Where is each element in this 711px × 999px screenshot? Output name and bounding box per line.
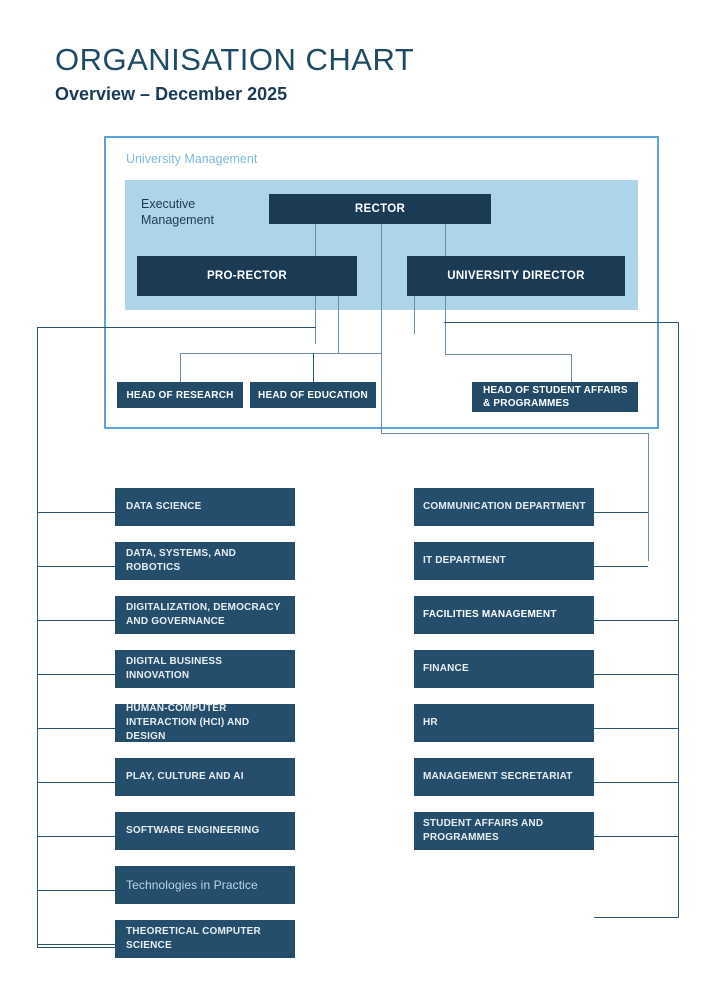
connector-stub-facilities-management [594,620,678,621]
connector-head-education-drop [313,353,314,386]
connector-stub-finance [594,674,678,675]
page-title: ORGANISATION CHART [55,42,415,77]
box-student-affairs-and-programmes[interactable]: STUDENT AFFAIRS AND PROGRAMMES [414,812,594,850]
page-subtitle: Overview – December 2025 [55,84,288,104]
box-finance[interactable]: FINANCE [414,650,594,688]
box-label: HUMAN-COMPUTER INTERACTION (HCI) AND DES… [126,703,250,742]
box-head-of-student-affairs-and-programmes[interactable]: HEAD OF STUDENT AFFAIRS & PROGRAMMES [472,382,638,412]
box-pro-rector[interactable]: PRO-RECTOR [137,256,357,296]
connector-stub-play-culture-and-ai [37,782,115,783]
connector-inner-right-rail [381,433,648,434]
connector-stub-management-secretariat [594,782,678,783]
connector-studentaffairs-rail [445,354,572,355]
box-label: FACILITIES MANAGEMENT [423,609,557,620]
box-play-culture-and-ai[interactable]: PLAY, CULTURE AND AI [115,758,295,796]
box-label: MANAGEMENT SECRETARIAT [423,771,573,782]
box-management-secretariat[interactable]: MANAGEMENT SECRETARIAT [414,758,594,796]
box-digitalization-democracy-and-governance[interactable]: DIGITALIZATION, DEMOCRACY AND GOVERNANCE [115,596,295,634]
box-software-engineering[interactable]: SOFTWARE ENGINEERING [115,812,295,850]
connector-stub-theoretical-computer-science [37,944,115,945]
connector-stub-communication-department [594,512,648,513]
university-management-label: University Management [126,152,258,166]
connector-studentaffairs-drop [571,354,572,382]
box-label: DIGITALIZATION, DEMOCRACY AND GOVERNANCE [126,602,281,627]
box-communication-department[interactable]: COMMUNICATION DEPARTMENT [414,488,594,526]
connector-left-spine [37,327,38,947]
box-facilities-management[interactable]: FACILITIES MANAGEMENT [414,596,594,634]
box-data-science[interactable]: DATA SCIENCE [115,488,295,526]
connector-stub-digital-business-innovation [37,674,115,675]
box-human-computer-interaction-hci-and-design[interactable]: HUMAN-COMPUTER INTERACTION (HCI) AND DES… [115,703,295,742]
box-label: THEORETICAL COMPUTER SCIENCE [126,926,261,951]
box-head-of-research[interactable]: HEAD OF RESEARCH [117,382,243,408]
box-label: Technologies in Practice [126,878,258,892]
box-label: HR [423,717,438,728]
box-label: DATA, SYSTEMS, AND ROBOTICS [126,548,237,573]
box-rector[interactable]: RECTOR [269,194,491,224]
box-digital-business-innovation[interactable]: DIGITAL BUSINESS INNOVATION [115,650,295,688]
connector-stub-data-science [37,512,115,513]
connector-universitydirector-drop [414,296,415,334]
connector-head-research-drop [180,353,181,386]
connector-stub-digitalization-democracy-and-governance [37,620,115,621]
box-label: SOFTWARE ENGINEERING [126,825,260,836]
box-theoretical-computer-science[interactable]: THEORETICAL COMPUTER SCIENCE [115,920,295,958]
connector-stub-student-affairs-and-programmes [594,836,678,837]
box-label: STUDENT AFFAIRS AND PROGRAMMES [423,818,544,843]
box-label: COMMUNICATION DEPARTMENT [423,501,586,512]
connector-stub-it-department [594,566,648,567]
box-label: DATA SCIENCE [126,501,202,512]
connector-stub-human-computer-interaction-hci-and-design [37,728,115,729]
connector-left-bottom-rail [37,947,117,948]
connector-prorector-drop [338,296,339,354]
box-label: FINANCE [423,663,469,674]
box-university-director[interactable]: UNIVERSITY DIRECTOR [407,256,625,296]
connector-stub-software-engineering [37,836,115,837]
connector-heads-rail [180,353,382,354]
connector-stub-data-systems-and-robotics [37,566,115,567]
connector-right-bottom-rail [594,917,679,918]
box-technologies-in-practice[interactable]: Technologies in Practice [115,866,295,904]
connector-right-outer-spine [678,322,679,917]
box-hr[interactable]: HR [414,704,594,742]
box-label: PLAY, CULTURE AND AI [126,771,244,782]
box-label: DIGITAL BUSINESS INNOVATION [126,656,223,681]
box-head-of-education[interactable]: HEAD OF EDUCATION [250,382,376,408]
connector-stub-technologies-in-practice [37,890,115,891]
connector-left-top-rail [37,327,316,328]
connector-inner-right-spine [648,433,649,561]
box-it-department[interactable]: IT DEPARTMENT [414,542,594,580]
connector-right-top-rail [444,322,678,323]
connector-stub-hr [594,728,678,729]
box-data-systems-and-robotics[interactable]: DATA, SYSTEMS, AND ROBOTICS [115,542,295,580]
box-label: IT DEPARTMENT [423,555,506,566]
connector-rector-to-education-spine [381,224,382,433]
